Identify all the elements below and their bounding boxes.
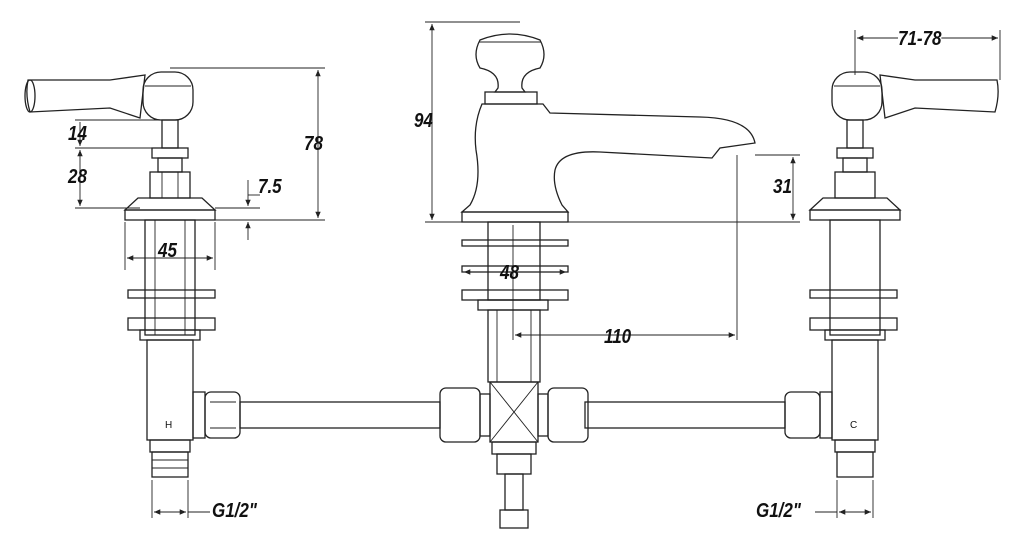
hot-valve bbox=[24, 71, 241, 478]
cold-valve bbox=[784, 71, 999, 478]
dim-spout-height: 94 bbox=[414, 110, 433, 132]
dim-spout-reach: 110 bbox=[604, 326, 632, 348]
dim-handle-length: 71-78 bbox=[898, 28, 942, 51]
dim-spout-base: 48 bbox=[500, 262, 519, 284]
dim-flange: 7.5 bbox=[258, 176, 282, 198]
dim-thread-right: G1/2" bbox=[756, 500, 801, 522]
spout bbox=[439, 33, 756, 529]
dimension-lines bbox=[75, 21, 1001, 518]
right-pipe bbox=[584, 401, 786, 429]
hot-marker: H bbox=[165, 420, 173, 431]
dim-lever-stem: 14 bbox=[68, 123, 87, 145]
dim-spout-clearance: 31 bbox=[773, 176, 792, 198]
dim-stem-height: 28 bbox=[68, 166, 87, 188]
cold-marker: C bbox=[850, 420, 858, 431]
left-pipe bbox=[239, 401, 441, 429]
dim-valve-width: 45 bbox=[158, 240, 177, 262]
dim-valve-height: 78 bbox=[304, 133, 323, 155]
dim-thread-left: G1/2" bbox=[212, 500, 257, 522]
